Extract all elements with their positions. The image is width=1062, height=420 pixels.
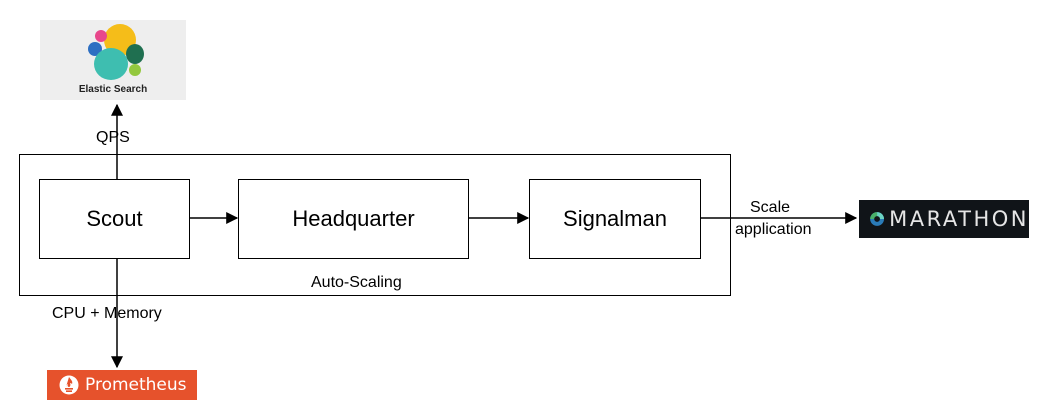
elasticsearch-logo-icon [88, 24, 144, 80]
elasticsearch-logo: Elastic Search [40, 20, 186, 100]
node-signalman-label: Signalman [563, 206, 667, 231]
group-label-auto-scaling: Auto-Scaling [311, 274, 402, 291]
edge-label-application: application [735, 221, 812, 238]
edge-label-qps: QPS [96, 129, 130, 146]
prometheus-flame-icon [59, 375, 79, 395]
prometheus-logo: Prometheus [47, 370, 197, 400]
node-scout-label: Scout [86, 206, 143, 231]
prometheus-label: Prometheus [85, 375, 187, 395]
node-scout: Scout [39, 179, 190, 259]
node-headquarter-label: Headquarter [292, 206, 415, 231]
edge-label-cpu-memory: CPU + Memory [52, 305, 162, 322]
node-headquarter: Headquarter [238, 179, 469, 259]
marathon-label: MARATHON [889, 207, 1029, 231]
node-signalman: Signalman [529, 179, 701, 259]
marathon-logo-icon [870, 212, 885, 226]
marathon-logo: MARATHON [859, 200, 1029, 238]
auto-scaling-group [19, 154, 731, 296]
elasticsearch-label: Elastic Search [78, 84, 148, 95]
edge-label-scale: Scale [750, 199, 791, 216]
